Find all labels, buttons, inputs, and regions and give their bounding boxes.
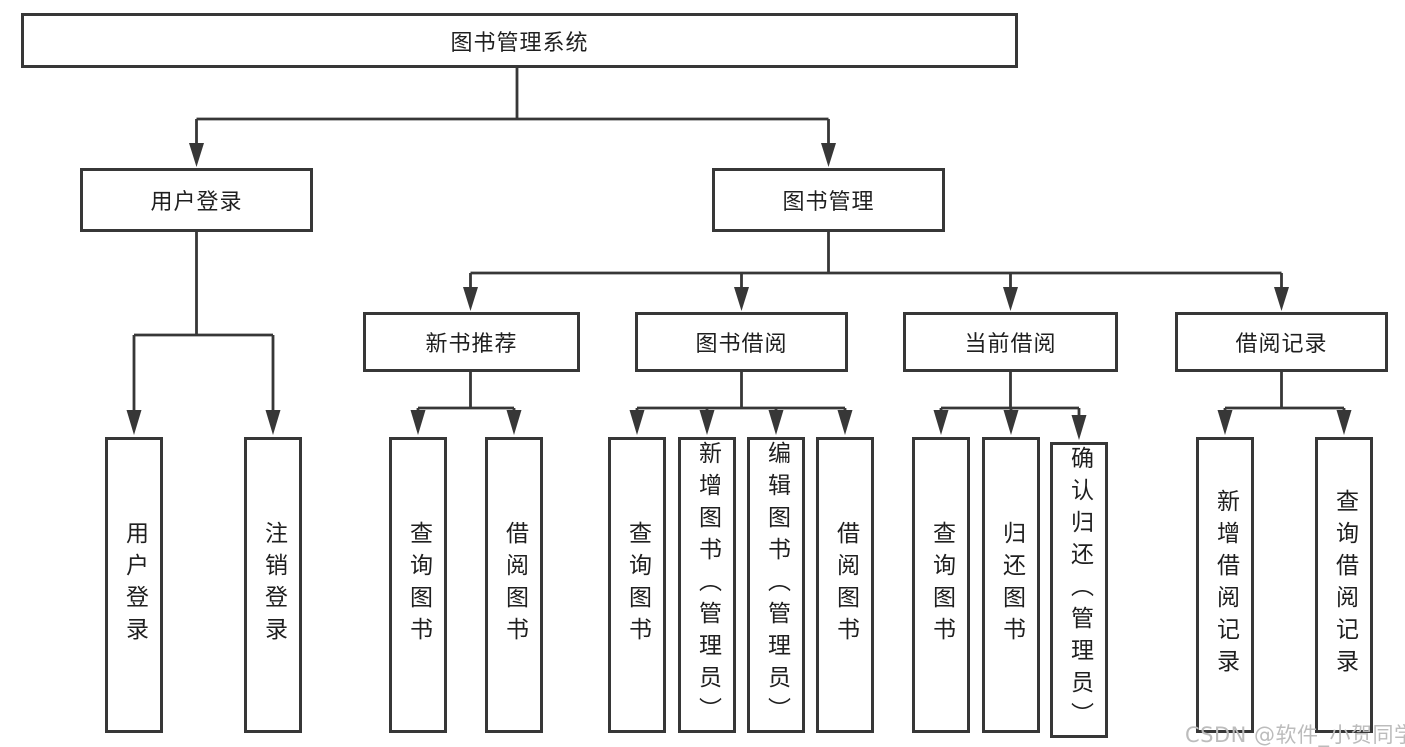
arrowhead-icon [265, 410, 281, 435]
arrowhead-icon [506, 410, 522, 435]
connector-new-book-children [416, 372, 516, 412]
connector-book-mgmt-bar [469, 232, 1283, 288]
node-add-borrow-record: 新增借阅记录 [1196, 437, 1254, 733]
connector-user-login-subtree [132, 232, 275, 411]
arrowhead-icon [699, 410, 715, 435]
connector-borrow-records-children [1223, 372, 1346, 412]
arrowhead-icon [1003, 287, 1018, 311]
node-add-book-admin: 新增图书（管理员） [678, 437, 736, 733]
node-library-management-system: 图书管理系统 [21, 13, 1018, 68]
node-current-borrowing: 当前借阅 [903, 312, 1118, 372]
node-book-management: 图书管理 [712, 168, 945, 232]
node-confirm-return-admin: 确认归还（管理员） [1050, 442, 1108, 738]
node-query-books-recommend: 查询图书 [389, 437, 447, 733]
arrowhead-icon [1071, 415, 1087, 440]
arrowhead-icon [1274, 287, 1289, 311]
connector-book-borrow-children [635, 372, 847, 412]
arrowhead-icon [837, 410, 853, 435]
arrowhead-icon [1003, 410, 1019, 435]
arrowhead-icon [821, 143, 836, 167]
node-edit-book-admin: 编辑图书（管理员） [747, 437, 805, 733]
arrowhead-icon [463, 287, 478, 311]
arrowhead-icon [1217, 410, 1233, 435]
arrowhead-icon [768, 410, 784, 435]
node-user-login-leaf: 用户登录 [105, 437, 163, 733]
node-borrow-books-recommend: 借阅图书 [485, 437, 543, 733]
node-return-books: 归还图书 [982, 437, 1040, 733]
node-borrow-books: 借阅图书 [816, 437, 874, 733]
arrowhead-icon [126, 410, 142, 435]
arrowhead-icon [734, 287, 749, 311]
connector-level2-bar [195, 117, 830, 144]
node-new-book-recommendation: 新书推荐 [363, 312, 580, 372]
arrowhead-icon [933, 410, 949, 435]
node-borrowing-records: 借阅记录 [1175, 312, 1388, 372]
node-query-borrow-record: 查询借阅记录 [1315, 437, 1373, 733]
arrowhead-icon [629, 410, 645, 435]
node-query-books-current: 查询图书 [912, 437, 970, 733]
node-logout: 注销登录 [244, 437, 302, 733]
node-query-books-borrow: 查询图书 [608, 437, 666, 733]
node-user-login: 用户登录 [80, 168, 313, 232]
node-book-borrowing: 图书借阅 [635, 312, 848, 372]
arrowhead-icon [189, 143, 204, 167]
arrowhead-icon [1336, 410, 1352, 435]
watermark: CSDN @软件_小贺同学 [1185, 723, 1405, 747]
arrowhead-icon [410, 410, 426, 435]
